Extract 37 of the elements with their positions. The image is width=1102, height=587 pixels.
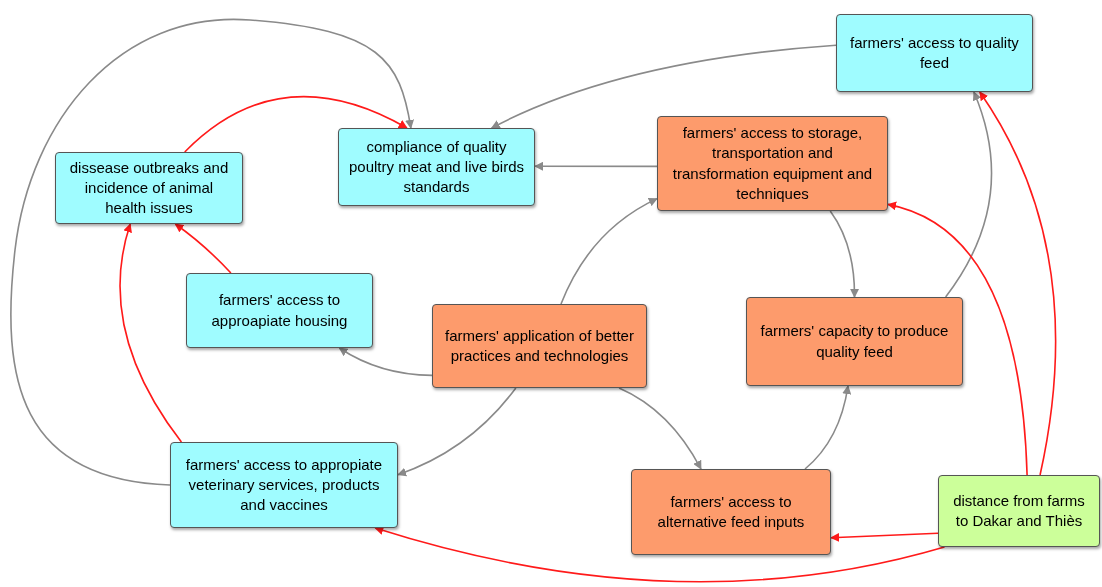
factor-label: dissease outbreaks and incidence of animal health issues: [68, 157, 230, 219]
arrow: [944, 91, 993, 298]
factor-box: [338, 128, 535, 206]
arrow: [374, 526, 946, 583]
arrow: [618, 387, 702, 470]
arrow: [397, 387, 517, 477]
factor-box: [170, 442, 398, 528]
factor-label: distance from farms to Dakar and Thiès: [952, 490, 1086, 531]
factor-label: farmers' access to approapiate housing: [210, 290, 349, 331]
arrow: [534, 161, 658, 171]
factor-box: [746, 297, 963, 386]
factor-label: farmers' access to alternative feed inputs: [656, 491, 806, 532]
arrow: [804, 385, 852, 470]
factor-label: farmers' access to storage, transportation and transformation equipment and techniques: [671, 123, 874, 204]
factor-label: farmers' access to quality feed: [849, 32, 1020, 73]
arrow: [829, 210, 859, 298]
factor-box: [186, 273, 373, 348]
factor-box: [55, 152, 243, 224]
arrow: [887, 202, 1028, 476]
arrow: [10, 19, 414, 486]
factor-label: farmers' application of better practices and technologies: [444, 325, 635, 366]
arrow: [174, 223, 232, 274]
factor-label: farmers' capacity to produce quality feed: [759, 321, 950, 362]
arrow: [183, 95, 408, 153]
factor-box: [432, 304, 647, 388]
factor-box: [836, 14, 1033, 92]
factor-box: [631, 469, 831, 555]
factor-box: [938, 475, 1100, 547]
factor-label: compliance of quality poultry meat and live birds standards: [347, 136, 526, 198]
arrow: [979, 91, 1057, 476]
factor-box: [657, 116, 888, 211]
arrow: [560, 197, 658, 305]
factor-label: farmers' access to appropiate veterinary services, products and vaccines: [184, 454, 384, 516]
arrow: [338, 347, 433, 377]
arrow: [830, 532, 939, 542]
arrow: [119, 223, 183, 443]
arrow: [490, 44, 837, 129]
